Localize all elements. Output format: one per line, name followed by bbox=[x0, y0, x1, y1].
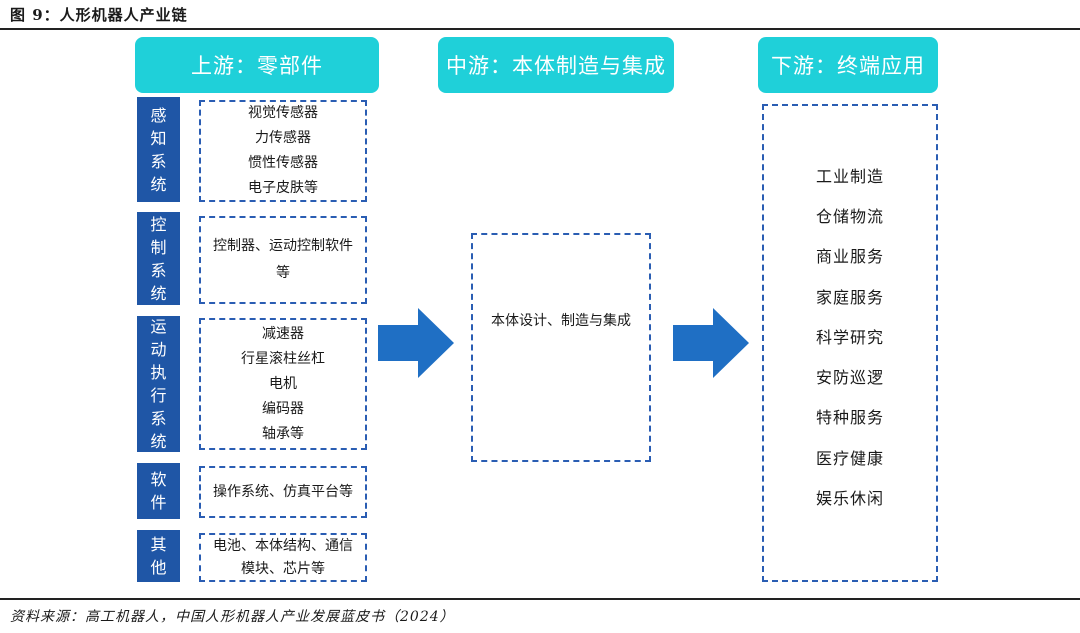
actuation-item: 轴承等 bbox=[262, 425, 304, 442]
figure-source: 资料来源：高工机器人，中国人形机器人产业发展蓝皮书（2024） bbox=[10, 609, 455, 625]
actuation-item: 编码器 bbox=[262, 400, 304, 417]
downstream-header: 下游：终端应用 bbox=[758, 37, 938, 93]
top-rule bbox=[0, 28, 1080, 30]
sensing-item: 视觉传感器 bbox=[248, 105, 318, 121]
sensing-item: 惯性传感器 bbox=[248, 155, 318, 171]
midstream-content-box: 本体设计、制造与集成 bbox=[471, 233, 651, 462]
category-other-label: 其他 bbox=[150, 535, 167, 577]
app-item: 安防巡逻 bbox=[815, 368, 884, 388]
bottom-rule bbox=[0, 598, 1080, 600]
category-control: 控制系统 bbox=[137, 212, 180, 305]
other-item: 电池、本体结构、通信模块、芯片等 bbox=[213, 537, 353, 577]
right-arrow-icon bbox=[378, 308, 454, 378]
category-sensing: 感知系统 bbox=[137, 97, 180, 202]
software-item: 操作系统、仿真平台等 bbox=[213, 483, 353, 500]
category-control-label: 控制系统 bbox=[150, 214, 167, 303]
app-item: 工业制造 bbox=[815, 166, 884, 186]
midstream-content: 本体设计、制造与集成 bbox=[491, 313, 631, 329]
software-items-box: 操作系统、仿真平台等 bbox=[199, 466, 367, 518]
downstream-apps-box: 工业制造 仓储物流 商业服务 家庭服务 科学研究 安防巡逻 特种服务 医疗健康 … bbox=[762, 104, 938, 582]
category-software-label: 软件 bbox=[150, 470, 167, 512]
sensing-items-box: 视觉传感器 力传感器 惯性传感器 电子皮肤等 bbox=[199, 100, 367, 202]
category-actuation: 运动执行系统 bbox=[137, 316, 180, 452]
app-item: 娱乐休闲 bbox=[815, 489, 884, 509]
midstream-header: 中游：本体制造与集成 bbox=[438, 37, 674, 93]
app-item: 商业服务 bbox=[815, 247, 884, 267]
app-item: 家庭服务 bbox=[815, 287, 884, 307]
app-item: 仓储物流 bbox=[815, 206, 884, 226]
sensing-item: 力传感器 bbox=[255, 130, 311, 146]
upstream-header: 上游：零部件 bbox=[135, 37, 379, 93]
control-item: 控制器、运动控制软件等 bbox=[213, 238, 353, 281]
category-sensing-label: 感知系统 bbox=[150, 105, 167, 194]
actuation-item: 减速器 bbox=[262, 325, 304, 342]
category-software: 软件 bbox=[137, 463, 180, 519]
category-actuation-label: 运动执行系统 bbox=[150, 317, 167, 451]
sensing-item: 电子皮肤等 bbox=[248, 180, 318, 196]
other-items-box: 电池、本体结构、通信模块、芯片等 bbox=[199, 533, 367, 582]
downstream-apps-list: 工业制造 仓储物流 商业服务 家庭服务 科学研究 安防巡逻 特种服务 医疗健康 … bbox=[816, 157, 884, 520]
actuation-item: 电机 bbox=[269, 375, 297, 392]
control-items-box: 控制器、运动控制软件等 bbox=[199, 216, 367, 304]
app-item: 特种服务 bbox=[815, 408, 884, 428]
category-other: 其他 bbox=[137, 530, 180, 582]
actuation-item: 行星滚柱丝杠 bbox=[241, 350, 325, 367]
app-item: 科学研究 bbox=[815, 327, 884, 347]
actuation-items-box: 减速器 行星滚柱丝杠 电机 编码器 轴承等 bbox=[199, 318, 367, 450]
right-arrow-icon bbox=[673, 308, 749, 378]
app-item: 医疗健康 bbox=[815, 448, 884, 468]
figure-title: 图 9：人形机器人产业链 bbox=[10, 6, 188, 24]
